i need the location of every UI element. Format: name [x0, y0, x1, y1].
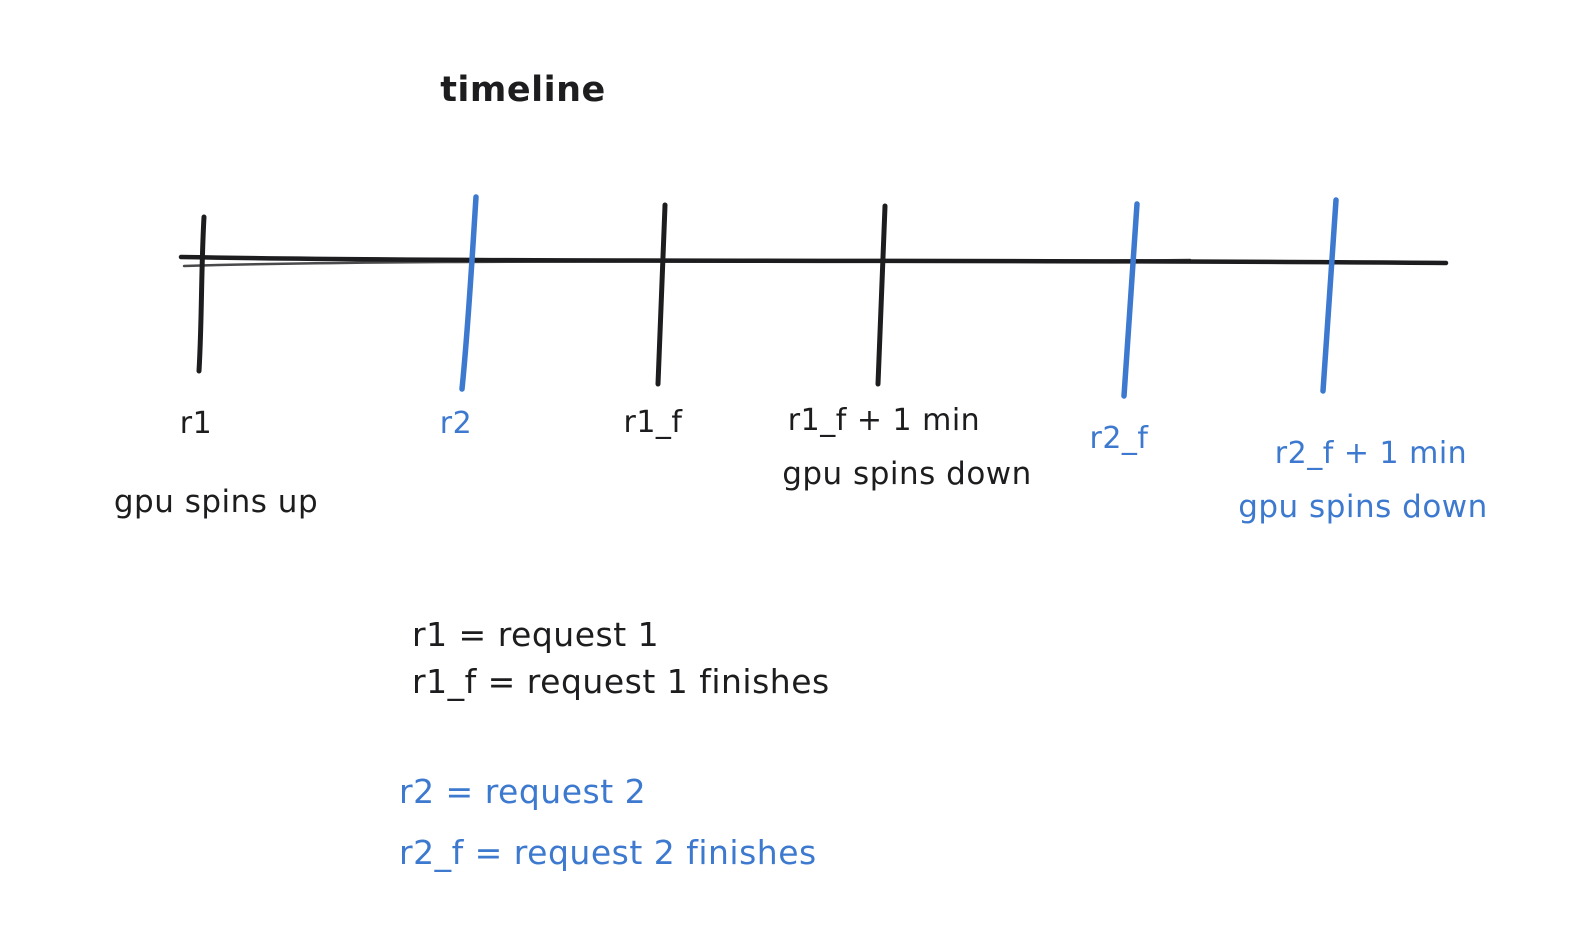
legend-line-r2-f: r2_f = request 2 finishes — [399, 833, 817, 872]
event-label-r1-f: r1_f — [623, 405, 683, 440]
diagram-title: timeline — [440, 70, 606, 110]
tick-r1-f-plus-1min — [875, 203, 888, 387]
event-label-r1-f-plus-1min: r1_f + 1 min — [787, 403, 981, 438]
tick-r1-f — [655, 202, 668, 387]
event-label-r2-f: r2_f — [1089, 421, 1149, 456]
event-label-r2: r2 — [439, 406, 473, 441]
event-sublabel-r2-f-gpu-spins-down: gpu spins down — [1238, 489, 1488, 525]
legend-line-r2: r2 = request 2 — [399, 772, 647, 811]
tick-r1 — [196, 214, 207, 374]
legend-line-r1: r1 = request 1 — [412, 615, 660, 654]
tick-r2 — [459, 194, 479, 392]
event-sublabel-r1-gpu-spins-up: gpu spins up — [113, 484, 319, 520]
event-sublabel-r1-f-gpu-spins-down: gpu spins down — [782, 456, 1032, 492]
event-label-r1: r1 — [179, 406, 213, 441]
event-label-r2-f-plus-1min: r2_f + 1 min — [1274, 436, 1468, 471]
tick-r2-f — [1121, 201, 1140, 399]
tick-r2-f-plus-1min — [1320, 197, 1339, 394]
legend-line-r1-f: r1_f = request 1 finishes — [412, 662, 830, 701]
axis-line-sketch-overlap — [182, 258, 1192, 268]
